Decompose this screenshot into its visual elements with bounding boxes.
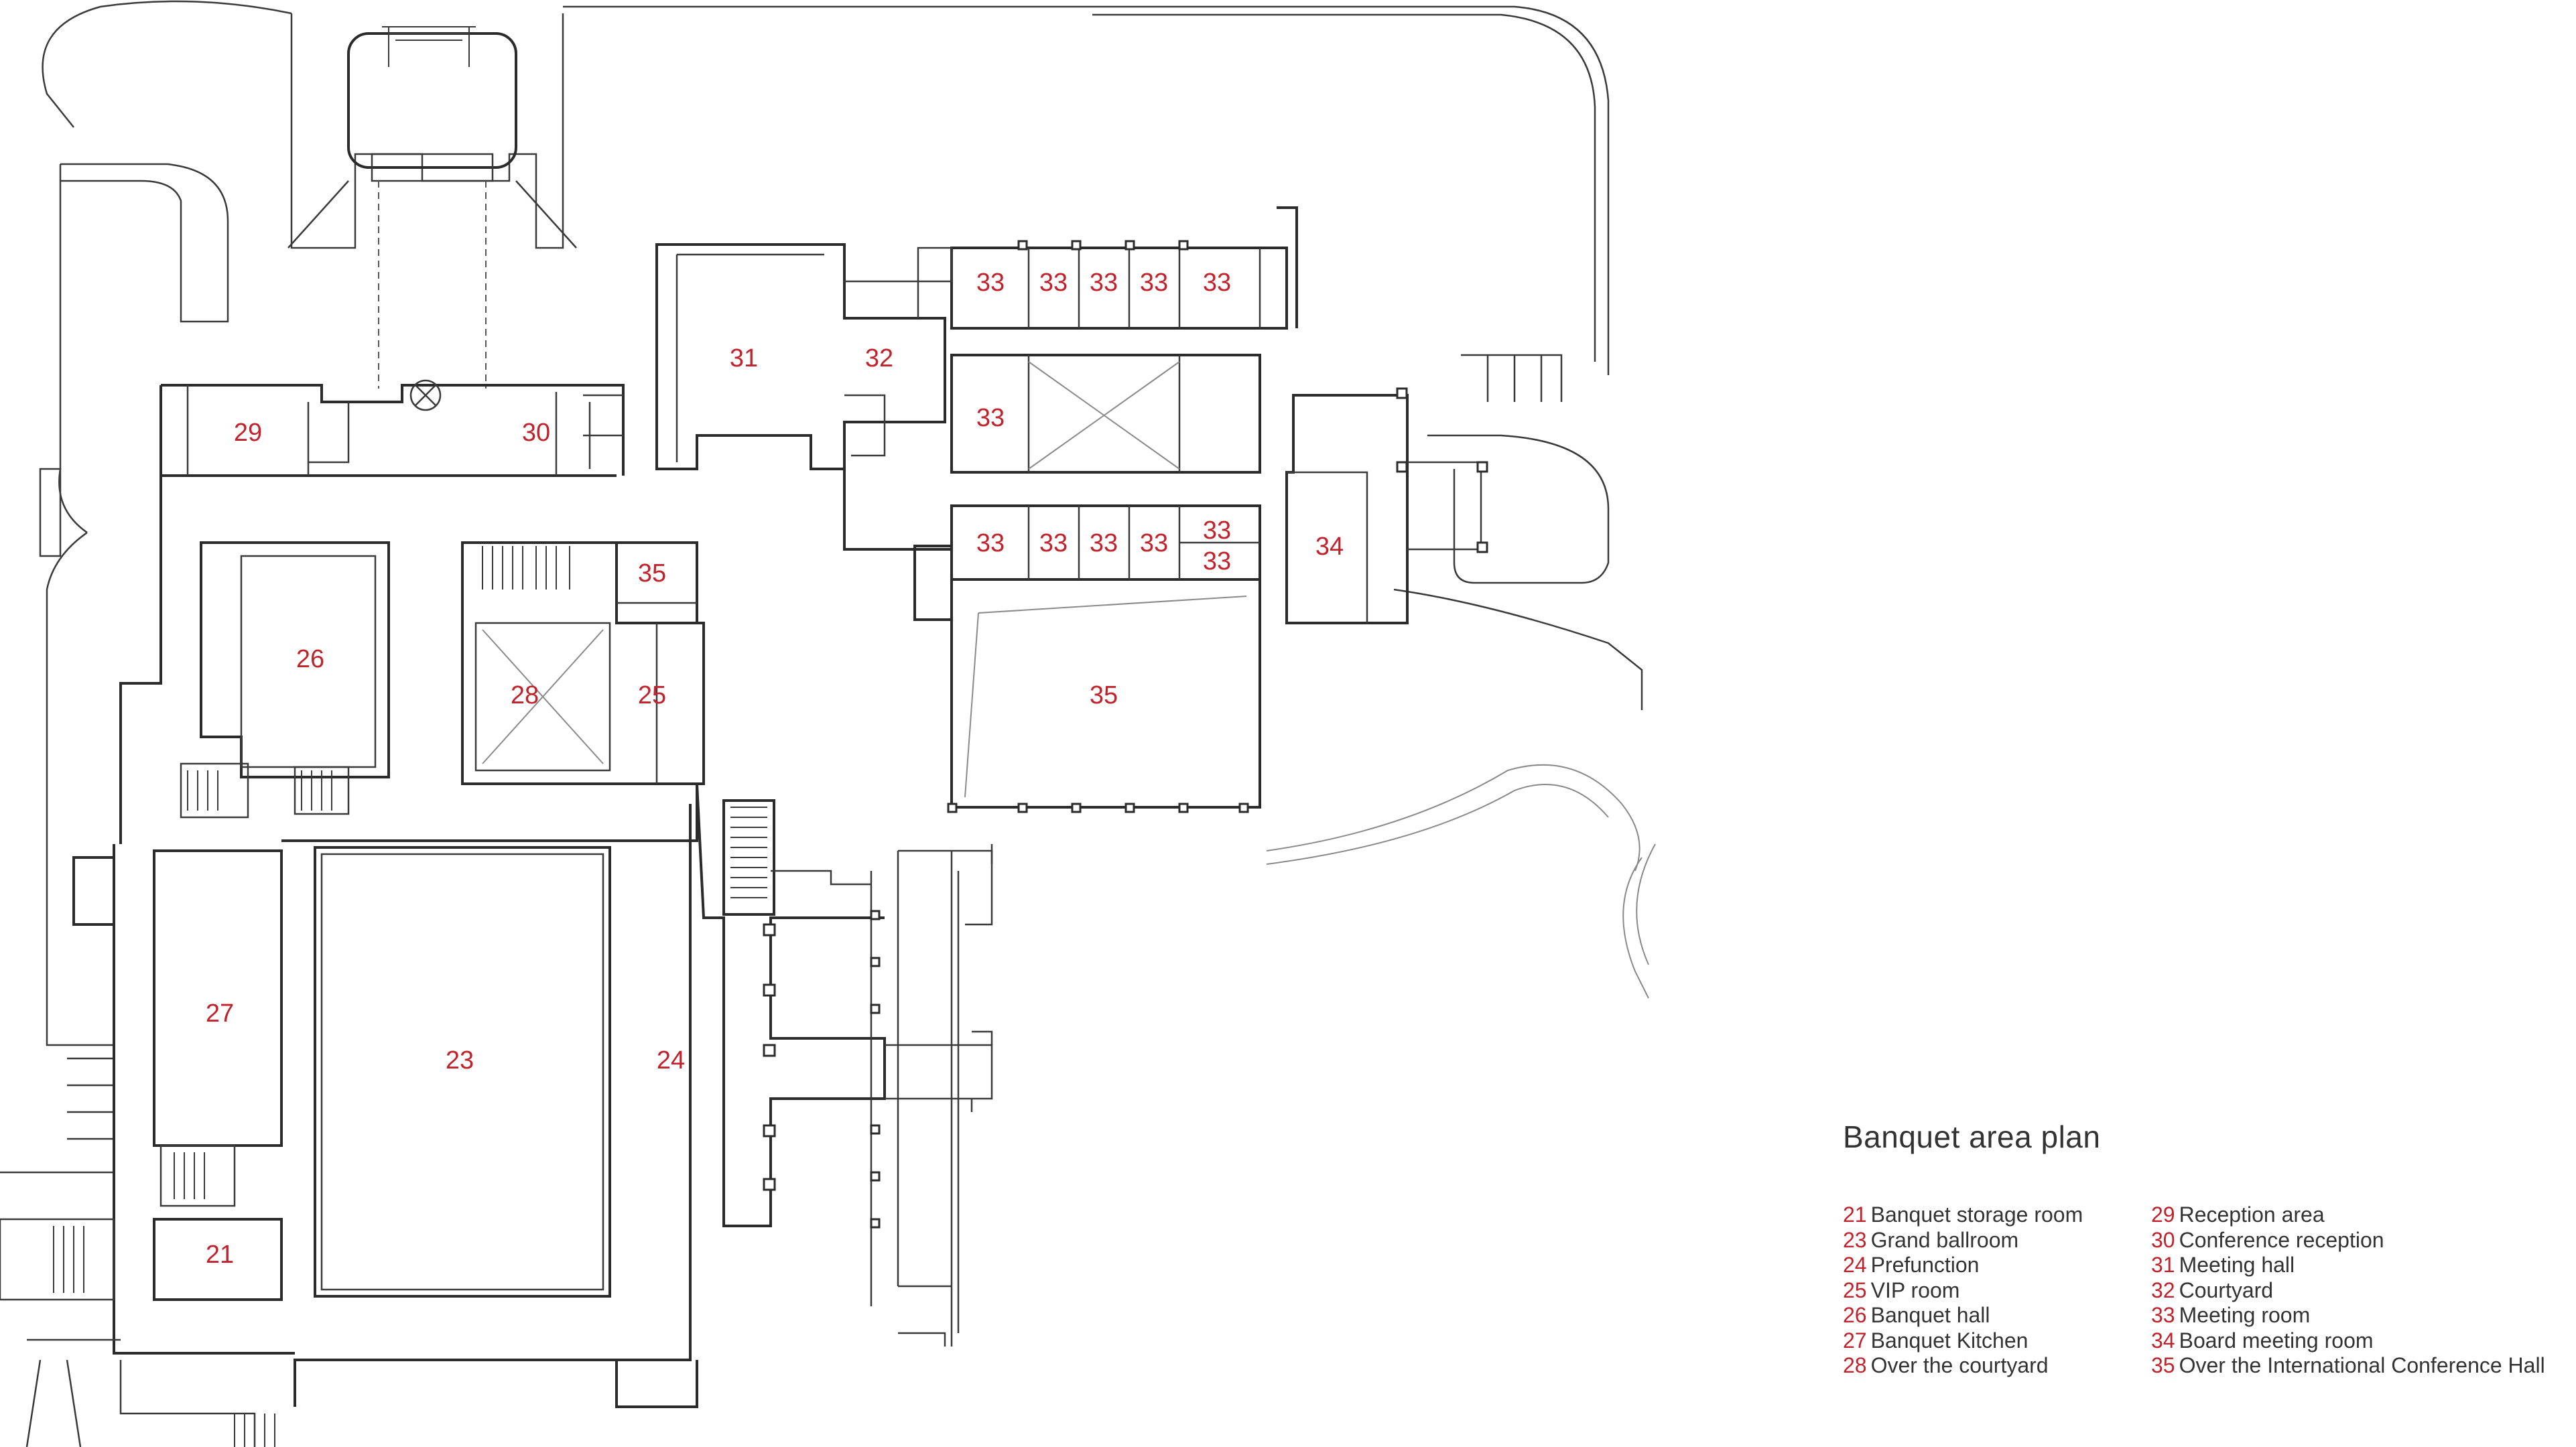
legend-text: Board meeting room xyxy=(2179,1328,2374,1353)
legend-text: Over the International Conference Hall xyxy=(2179,1353,2545,1377)
central-zone xyxy=(119,476,705,844)
conference-hall-block xyxy=(950,579,1261,809)
legend-number: 28 xyxy=(1843,1353,1867,1377)
ballroom-zone xyxy=(25,784,698,1447)
legend-text: Prefunction xyxy=(1870,1253,1980,1277)
legend-text: Banquet Kitchen xyxy=(1870,1328,2028,1353)
room-label-29: 29 xyxy=(234,419,262,447)
room-label-25: 25 xyxy=(638,681,666,709)
room-label-30: 30 xyxy=(522,419,550,447)
room-label-35: 35 xyxy=(638,559,666,588)
legend-text: Meeting room xyxy=(2179,1303,2311,1327)
room-label-33: 33 xyxy=(1140,529,1168,557)
room-label-24: 24 xyxy=(657,1046,685,1075)
legend-number: 23 xyxy=(1843,1227,1867,1252)
legend-text: Reception area xyxy=(2179,1202,2325,1227)
room-label-33: 33 xyxy=(1090,529,1118,557)
room-label-33: 33 xyxy=(1039,269,1068,297)
room-label-33: 33 xyxy=(1203,269,1231,297)
room-label-33: 33 xyxy=(1140,269,1168,297)
room-label-34: 34 xyxy=(1315,533,1344,561)
legend-number: 29 xyxy=(2151,1202,2175,1227)
east-block xyxy=(1285,387,1488,624)
legend-text: VIP room xyxy=(1870,1278,1960,1302)
room-label-26: 26 xyxy=(296,645,324,673)
legend-text: Meeting hall xyxy=(2179,1253,2295,1277)
legend-text: Banquet storage room xyxy=(1870,1202,2083,1227)
room-label-27: 27 xyxy=(206,1000,234,1028)
room-label-33: 33 xyxy=(1039,529,1068,557)
legend-number: 34 xyxy=(2151,1328,2175,1353)
entrance-portico xyxy=(287,26,577,389)
room-label-35: 35 xyxy=(1090,681,1118,709)
room-label-23: 23 xyxy=(446,1046,474,1075)
room-label-28: 28 xyxy=(511,681,539,709)
legend-text: Courtyard xyxy=(2179,1278,2274,1302)
room-label-33: 33 xyxy=(976,404,1005,432)
legend-text: Grand ballroom xyxy=(1870,1227,2019,1252)
room-label-33: 33 xyxy=(1090,269,1118,297)
legend-number: 25 xyxy=(1843,1278,1867,1302)
structural-columns xyxy=(947,240,1249,813)
room-label-21: 21 xyxy=(206,1241,234,1269)
legend-text: Over the courtyard xyxy=(1870,1353,2049,1377)
east-corridor xyxy=(696,783,993,1347)
legend-number: 33 xyxy=(2151,1303,2175,1327)
legend-number: 32 xyxy=(2151,1278,2175,1302)
room-label-31: 31 xyxy=(730,344,758,372)
legend-number: 24 xyxy=(1843,1253,1867,1277)
plan-title: Banquet area plan xyxy=(1843,1119,2101,1154)
legend-number: 26 xyxy=(1843,1303,1867,1327)
legend-number: 27 xyxy=(1843,1328,1867,1353)
legend-text: Banquet hall xyxy=(1870,1303,1990,1327)
north-wing xyxy=(159,243,952,551)
legend-number: 21 xyxy=(1843,1202,1867,1227)
legend-text: Conference reception xyxy=(2179,1227,2384,1252)
site-outline xyxy=(0,0,1656,1206)
legend-number: 35 xyxy=(2151,1353,2175,1377)
room-label-33: 33 xyxy=(1203,516,1231,545)
room-label-33: 33 xyxy=(1203,547,1231,575)
room-labels: 29 30 31 32 33 33 33 33 33 33 33 33 33 3… xyxy=(206,269,1344,1269)
room-label-33: 33 xyxy=(976,269,1005,297)
legend-number: 30 xyxy=(2151,1227,2175,1252)
room-label-33: 33 xyxy=(976,529,1005,557)
room-label-32: 32 xyxy=(865,344,893,372)
legend-number: 31 xyxy=(2151,1253,2175,1277)
west-side xyxy=(0,844,295,1355)
